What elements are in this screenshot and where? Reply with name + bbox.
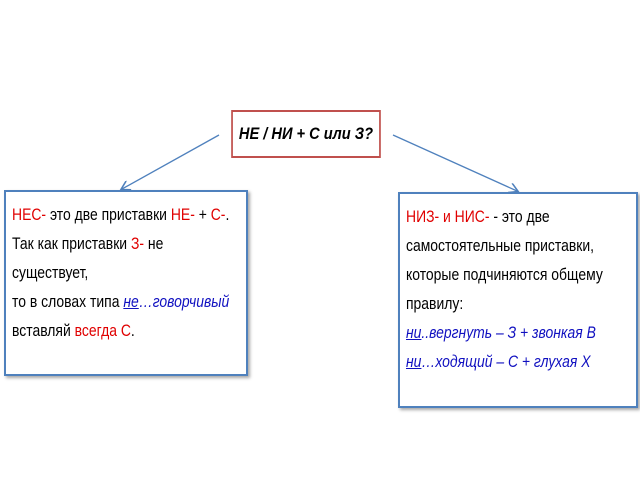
left-line-1-text: это две приставки (46, 205, 171, 224)
right-line-6: ни…ходящий – С + глухая Х (406, 347, 630, 376)
left-line-4-text: то в словах типа (12, 292, 124, 311)
right-line-1-text: - это две (489, 207, 550, 226)
left-line-2: Так как приставки З- не (12, 229, 240, 258)
prefixes-niz-nis: НИЗ- и НИС- (406, 207, 490, 226)
example-word: …говорчивый (138, 292, 230, 311)
example-prefix-ne: не (123, 292, 139, 311)
title-box: НЕ / НИ + С или З? (231, 110, 381, 158)
left-rule-box: НЕС- это две приставки НЕ- + С-. Так как… (4, 190, 248, 376)
right-line-1: НИЗ- и НИС- - это две (406, 202, 630, 231)
example-word-vergnut: ..вергнуть (421, 323, 493, 342)
example-prefix-ni-1: ни (406, 323, 422, 342)
prefix-nes: НЕС- (12, 205, 47, 224)
right-line-5: ни..вергнуть – З + звонкая В (406, 318, 630, 347)
example-word-khodyashchiy: …ходящий (421, 352, 493, 371)
right-line-3-text: которые подчиняются общему (406, 265, 603, 284)
right-line-4-text: правилу: (406, 294, 464, 313)
period: . (225, 205, 230, 224)
title-text: НЕ / НИ + С или З? (238, 124, 374, 143)
left-line-5-text: вставляй (12, 321, 75, 340)
right-line-4: правилу: (406, 289, 630, 318)
right-line-2: самостоятельные приставки, (406, 231, 630, 260)
left-line-2-text: Так как приставки (12, 234, 131, 253)
always-s: всегда С (74, 321, 131, 340)
prefix-ne: НЕ- (170, 205, 195, 224)
left-line-4: то в словах типа не…говорчивый (12, 287, 240, 316)
prefix-s: С- (210, 205, 226, 224)
prefix-z: З- (130, 234, 145, 253)
left-line-3: существует, (12, 258, 240, 287)
left-line-2-end: не (144, 234, 164, 253)
arrow-to-right-box (392, 134, 517, 191)
left-line-1: НЕС- это две приставки НЕ- + С-. (12, 200, 240, 229)
left-line-5: вставляй всегда С. (12, 316, 240, 345)
left-line-3-text: существует, (12, 263, 89, 282)
left-line-5-period: . (130, 321, 135, 340)
right-line-3: которые подчиняются общему (406, 260, 630, 289)
example-prefix-ni-2: ни (406, 352, 422, 371)
plus-sign: + (194, 205, 211, 224)
rule-voiceless: – С + глухая Х (492, 352, 591, 371)
rule-voiced: – З + звонкая В (492, 323, 596, 342)
right-line-2-text: самостоятельные приставки, (406, 236, 595, 255)
arrow-to-left-box (122, 134, 220, 189)
right-rule-box: НИЗ- и НИС- - это две самостоятельные пр… (398, 192, 638, 408)
